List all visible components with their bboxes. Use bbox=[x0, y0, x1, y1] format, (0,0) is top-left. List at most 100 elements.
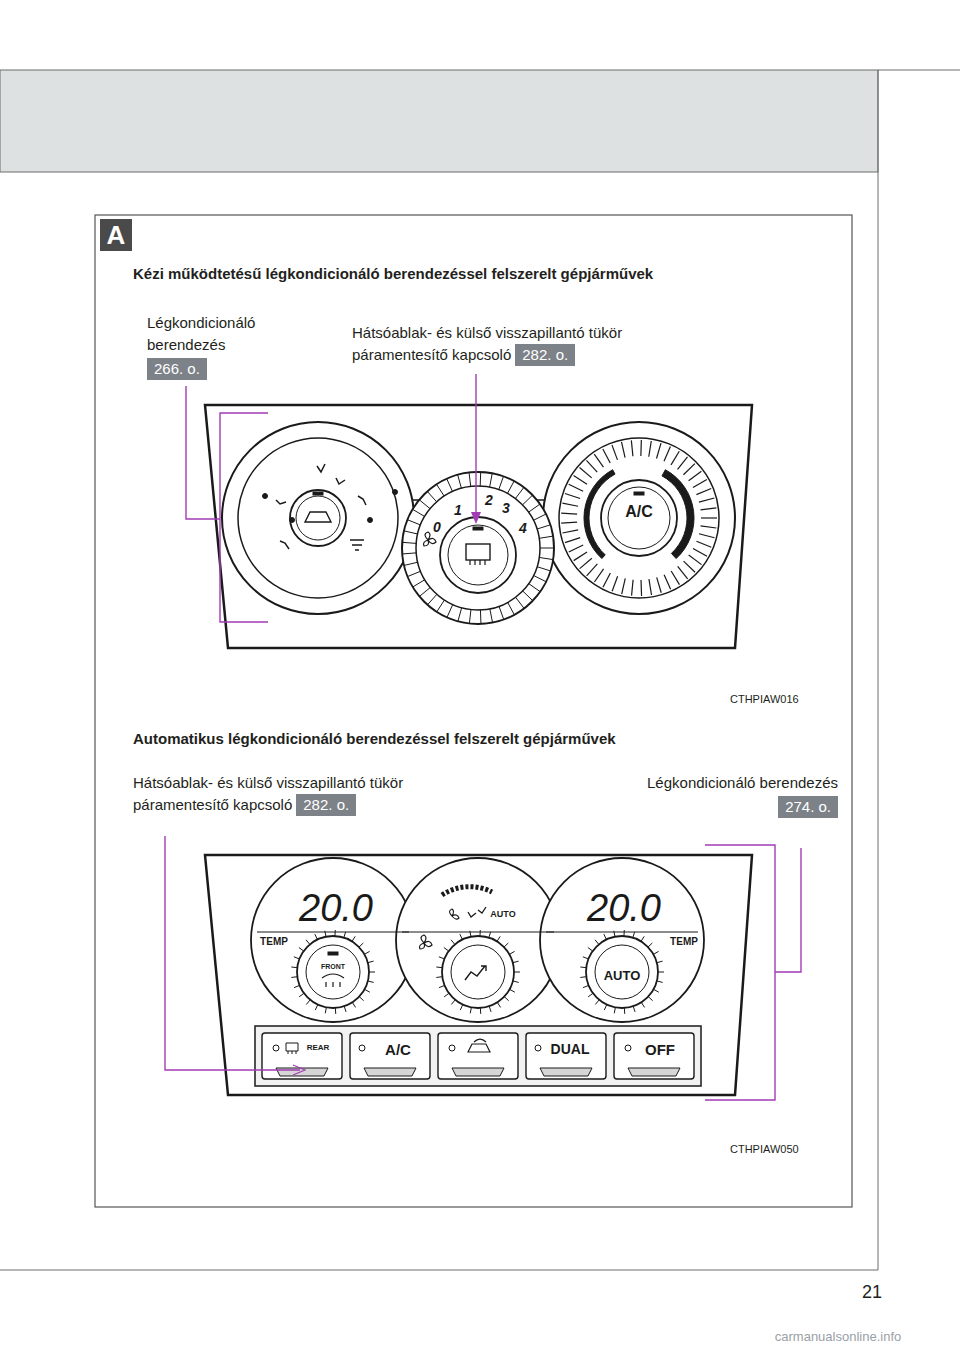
tick bbox=[562, 503, 578, 506]
page-frame bbox=[0, 70, 960, 1270]
figure-code: CTHPIAW050 bbox=[730, 1144, 799, 1155]
page-reference: 282. o. bbox=[296, 794, 356, 816]
callout: Hátsóablak- és külső visszapillantó tükö… bbox=[352, 322, 672, 366]
tick bbox=[427, 491, 436, 501]
tick bbox=[689, 471, 702, 481]
tick bbox=[700, 526, 716, 528]
section-marker: A bbox=[100, 219, 132, 251]
page-reference: 266. o. bbox=[147, 358, 207, 380]
tick bbox=[587, 564, 598, 576]
callout: Légkondicionáló berendezés274. o. bbox=[640, 772, 838, 818]
indicator-led bbox=[273, 1045, 279, 1051]
rear-defrost-icon bbox=[286, 1043, 298, 1054]
tick bbox=[504, 997, 508, 1001]
tick bbox=[693, 480, 707, 488]
tick bbox=[458, 608, 462, 622]
tick bbox=[344, 932, 346, 938]
push-button bbox=[526, 1033, 606, 1079]
tick bbox=[299, 948, 304, 951]
push-button bbox=[262, 1033, 342, 1079]
tick bbox=[515, 487, 523, 498]
button-lip bbox=[628, 1068, 680, 1076]
tick bbox=[700, 508, 716, 510]
tick bbox=[490, 609, 493, 623]
tick bbox=[641, 1002, 644, 1007]
tick bbox=[513, 961, 519, 963]
tick bbox=[523, 591, 533, 601]
tick bbox=[683, 464, 694, 475]
tick bbox=[469, 473, 471, 487]
figure-code: CTHPIAW016 bbox=[730, 694, 799, 705]
tick bbox=[510, 989, 515, 992]
tick bbox=[565, 538, 580, 543]
tick bbox=[359, 997, 363, 1001]
tick bbox=[306, 1000, 310, 1005]
tick bbox=[428, 594, 437, 604]
button-lip bbox=[540, 1068, 592, 1076]
tick bbox=[678, 457, 688, 470]
tick bbox=[451, 1000, 455, 1005]
tick bbox=[657, 961, 663, 963]
tick bbox=[413, 580, 425, 587]
tick bbox=[614, 931, 615, 937]
tick bbox=[444, 948, 449, 951]
tick bbox=[657, 981, 663, 982]
tick bbox=[294, 985, 300, 987]
tick bbox=[439, 957, 445, 959]
button-lip bbox=[364, 1068, 416, 1076]
tick bbox=[299, 993, 304, 997]
tick bbox=[664, 575, 670, 590]
tick bbox=[470, 931, 471, 937]
tick bbox=[509, 951, 514, 954]
tick bbox=[689, 555, 702, 565]
page-number: 21 bbox=[862, 1283, 882, 1301]
tick bbox=[701, 517, 717, 518]
tick bbox=[469, 610, 471, 624]
knob-label: FRONT bbox=[321, 963, 345, 970]
callout-text: Hátsóablak- és külső visszapillantó tükö… bbox=[133, 774, 403, 813]
tick bbox=[594, 569, 603, 582]
tick bbox=[497, 1002, 500, 1007]
tick bbox=[604, 934, 607, 939]
tick bbox=[439, 985, 445, 987]
tick bbox=[408, 571, 421, 576]
indicator-led bbox=[449, 1045, 455, 1051]
tick bbox=[480, 472, 481, 486]
fan-speed-number: 2 bbox=[485, 493, 493, 507]
tick bbox=[580, 966, 586, 968]
tick bbox=[574, 476, 587, 485]
page-reference: 274. o. bbox=[778, 796, 838, 818]
subheading: Automatikus légkondicionáló berendezésse… bbox=[133, 731, 616, 746]
tick bbox=[632, 580, 634, 596]
tick bbox=[458, 475, 462, 488]
tick bbox=[640, 580, 642, 596]
tick bbox=[574, 552, 587, 561]
tick bbox=[624, 1008, 625, 1014]
tick bbox=[603, 449, 610, 463]
tick bbox=[352, 936, 355, 941]
button-label: REAR bbox=[307, 1044, 330, 1052]
tick bbox=[565, 494, 580, 499]
tick bbox=[479, 930, 480, 936]
tick bbox=[696, 489, 711, 495]
tick bbox=[368, 981, 374, 982]
tick bbox=[640, 440, 642, 456]
dial-label: TEMP bbox=[260, 937, 288, 947]
page-reference: 282. o. bbox=[515, 344, 575, 366]
tick bbox=[352, 1002, 355, 1007]
tick bbox=[489, 1006, 491, 1012]
tick bbox=[315, 1005, 318, 1010]
callout-text: Légkondicionáló berendezés bbox=[640, 772, 838, 794]
tick bbox=[419, 588, 430, 597]
fan-speed-number: 3 bbox=[502, 501, 510, 515]
tick bbox=[588, 993, 593, 997]
leader-lines bbox=[186, 374, 481, 622]
callout: Légkondicionáló berendezés266. o. bbox=[147, 312, 297, 380]
tick bbox=[595, 940, 599, 945]
indicator-led bbox=[359, 1045, 365, 1051]
tick bbox=[413, 509, 425, 516]
tick bbox=[480, 1008, 481, 1014]
tick bbox=[507, 481, 514, 493]
tick bbox=[641, 936, 644, 941]
